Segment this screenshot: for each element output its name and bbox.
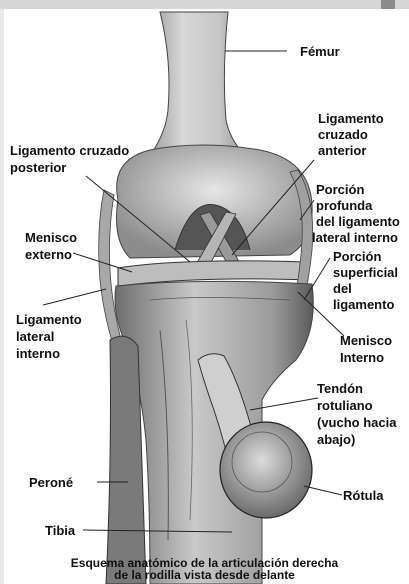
- label-ligamento-cruzado-anterior: Ligamento cruzado anterior: [318, 111, 384, 159]
- label-line: Ligamento: [16, 311, 82, 328]
- label-line: rotuliano: [317, 397, 396, 414]
- label-tendon-rotuliano: Tendón rotuliano (vucho hacia abajo): [317, 380, 396, 448]
- label-menisco-externo: Menisco externo: [25, 229, 77, 263]
- label-line: superficial: [333, 265, 398, 281]
- label-line: Porción: [333, 249, 398, 265]
- label-line: Interno: [340, 349, 392, 366]
- label-line: Ligamento: [318, 111, 384, 127]
- patella-shape: [220, 422, 312, 518]
- label-line: abajo): [317, 431, 396, 448]
- label-menisco-interno: Menisco Interno: [340, 332, 392, 366]
- label-ligamento-cruzado-posterior: Ligamento cruzado posterior: [10, 142, 129, 176]
- label-rotula: Rótula: [343, 488, 383, 503]
- label-line: (vucho hacia: [317, 414, 396, 431]
- label-line: del ligamento: [312, 214, 400, 230]
- label-porcion-superficial: Porción superficial del ligamento: [333, 249, 398, 313]
- label-line: Tendón: [317, 380, 396, 397]
- label-line: Menisco: [25, 229, 77, 246]
- label-line: profunda: [312, 198, 400, 214]
- label-porcion-profunda: Porción profunda del ligamento lateral i…: [312, 182, 400, 246]
- label-perone: Peroné: [29, 475, 73, 490]
- label-line: Menisco: [340, 332, 392, 349]
- label-femur: Fémur: [300, 44, 340, 59]
- label-ligamento-lateral-interno: Ligamento lateral interno: [16, 311, 82, 362]
- label-tibia: Tibia: [45, 523, 75, 538]
- label-line: Ligamento cruzado: [10, 142, 129, 159]
- label-line: anterior: [318, 143, 384, 159]
- label-line: ligamento: [333, 297, 398, 313]
- label-line: Porción: [312, 182, 400, 198]
- label-line: posterior: [10, 159, 129, 176]
- leader-lateral-interno: [43, 289, 106, 305]
- label-line: del: [333, 281, 398, 297]
- label-line: interno: [16, 345, 82, 362]
- caption-line-2: de la rodilla vista desde delante: [0, 569, 409, 581]
- label-line: externo: [25, 246, 77, 263]
- label-line: lateral interno: [312, 230, 400, 246]
- label-line: lateral: [16, 328, 82, 345]
- leader-rotula: [304, 486, 342, 495]
- label-line: cruzado: [318, 127, 384, 143]
